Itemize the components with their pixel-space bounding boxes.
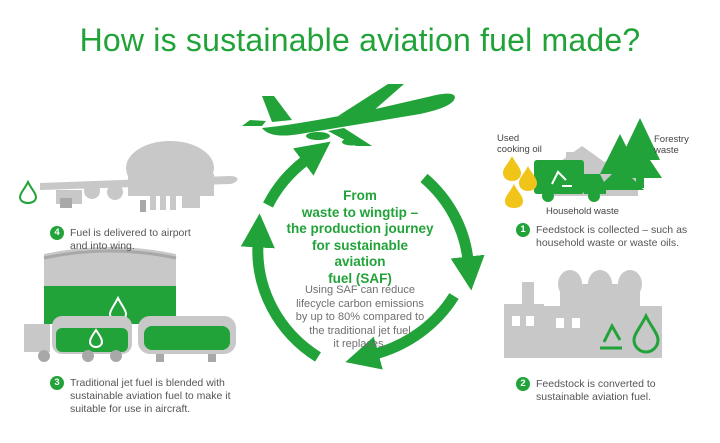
step-text: Traditional jet fuel is blended with sus… — [70, 377, 231, 416]
step-text-line: and into wing. — [70, 240, 135, 252]
step-text-line: Fuel is delivered to airport — [70, 227, 191, 239]
label-line: Forestry — [654, 134, 689, 145]
step-text: Fuel is delivered to airport and into wi… — [70, 227, 191, 253]
step-1: 1 Feedstock is collected – such as house… — [516, 223, 687, 250]
center-heading-line: for sustainable aviation — [311, 237, 409, 270]
factory-windows — [512, 316, 580, 328]
center-heading-line: waste to wingtip – — [301, 204, 419, 220]
center-heading: From waste to wingtip – the production j… — [285, 188, 435, 287]
oil-drop-icon — [503, 156, 537, 208]
step-text-line: Traditional jet fuel is blended with — [70, 377, 225, 389]
step-number-badge: 1 — [516, 223, 530, 237]
cycle-arrow-top — [263, 141, 331, 208]
household-waste-label: Household waste — [546, 206, 619, 217]
step-text-line: household waste or waste oils. — [536, 237, 679, 249]
fuel-drop-icon — [88, 328, 104, 349]
fuel-drop-icon — [18, 179, 38, 205]
fuel-drop-icon — [632, 312, 660, 354]
label-line: Used — [497, 133, 520, 144]
step-text-line: Feedstock is collected – such as — [536, 224, 688, 236]
recycle-icon — [600, 322, 622, 350]
airplane-icon — [40, 141, 238, 210]
center-body-line: Using SAF can reduce — [304, 284, 416, 296]
tree-icon — [596, 118, 662, 190]
center-heading-line: From — [343, 188, 377, 203]
step-number-badge: 4 — [50, 226, 64, 240]
cycle-arrow-left — [240, 213, 321, 362]
center-body-line: the traditional jet fuel — [309, 324, 411, 337]
step-4: 4 Fuel is delivered to airport and into … — [50, 226, 191, 253]
page-title: How is sustainable aviation fuel made? — [79, 22, 641, 58]
center-body-line: lifecycle carbon emissions — [296, 297, 424, 310]
storage-tank-icon — [138, 316, 236, 362]
step-text-line: sustainable aviation fuel. — [536, 391, 651, 403]
airplane-icon — [242, 84, 455, 146]
label-line: cooking oil — [497, 144, 542, 155]
center-heading-line: fuel (SAF) — [328, 270, 392, 286]
cycle-arrow-bottom — [345, 293, 459, 370]
tanker-truck-icon — [24, 316, 132, 362]
center-heading-line: the production journey — [286, 221, 434, 236]
step-text: Feedstock is collected – such as househo… — [536, 224, 687, 250]
used-cooking-oil-label: Used cooking oil — [497, 133, 542, 155]
step-text-line: sustainable aviation fuel to make it — [70, 390, 231, 402]
forestry-waste-label: Forestry waste — [654, 134, 689, 156]
airport-equipment-icon — [60, 198, 146, 212]
step-3: 3 Traditional jet fuel is blended with s… — [50, 376, 231, 416]
step-text-line: Feedstock is converted to — [536, 378, 656, 390]
factory-icon — [504, 270, 662, 358]
center-body-line: it replaces. — [333, 338, 387, 350]
cycle-arrows — [240, 141, 485, 370]
step-2: 2 Feedstock is converted to sustainable … — [516, 377, 656, 404]
label-line: waste — [654, 145, 679, 156]
center-body-line: by up to 80% compared to — [295, 311, 425, 323]
cycle-arrow-right — [420, 173, 485, 291]
step-text: Feedstock is converted to sustainable av… — [536, 378, 656, 404]
step-number-badge: 3 — [50, 376, 64, 390]
center-body-text: Using SAF can reduce lifecycle carbon em… — [285, 284, 435, 352]
recycle-icon — [551, 170, 572, 187]
step-number-badge: 2 — [516, 377, 530, 391]
step-text-line: suitable for use in aircraft. — [70, 403, 191, 415]
